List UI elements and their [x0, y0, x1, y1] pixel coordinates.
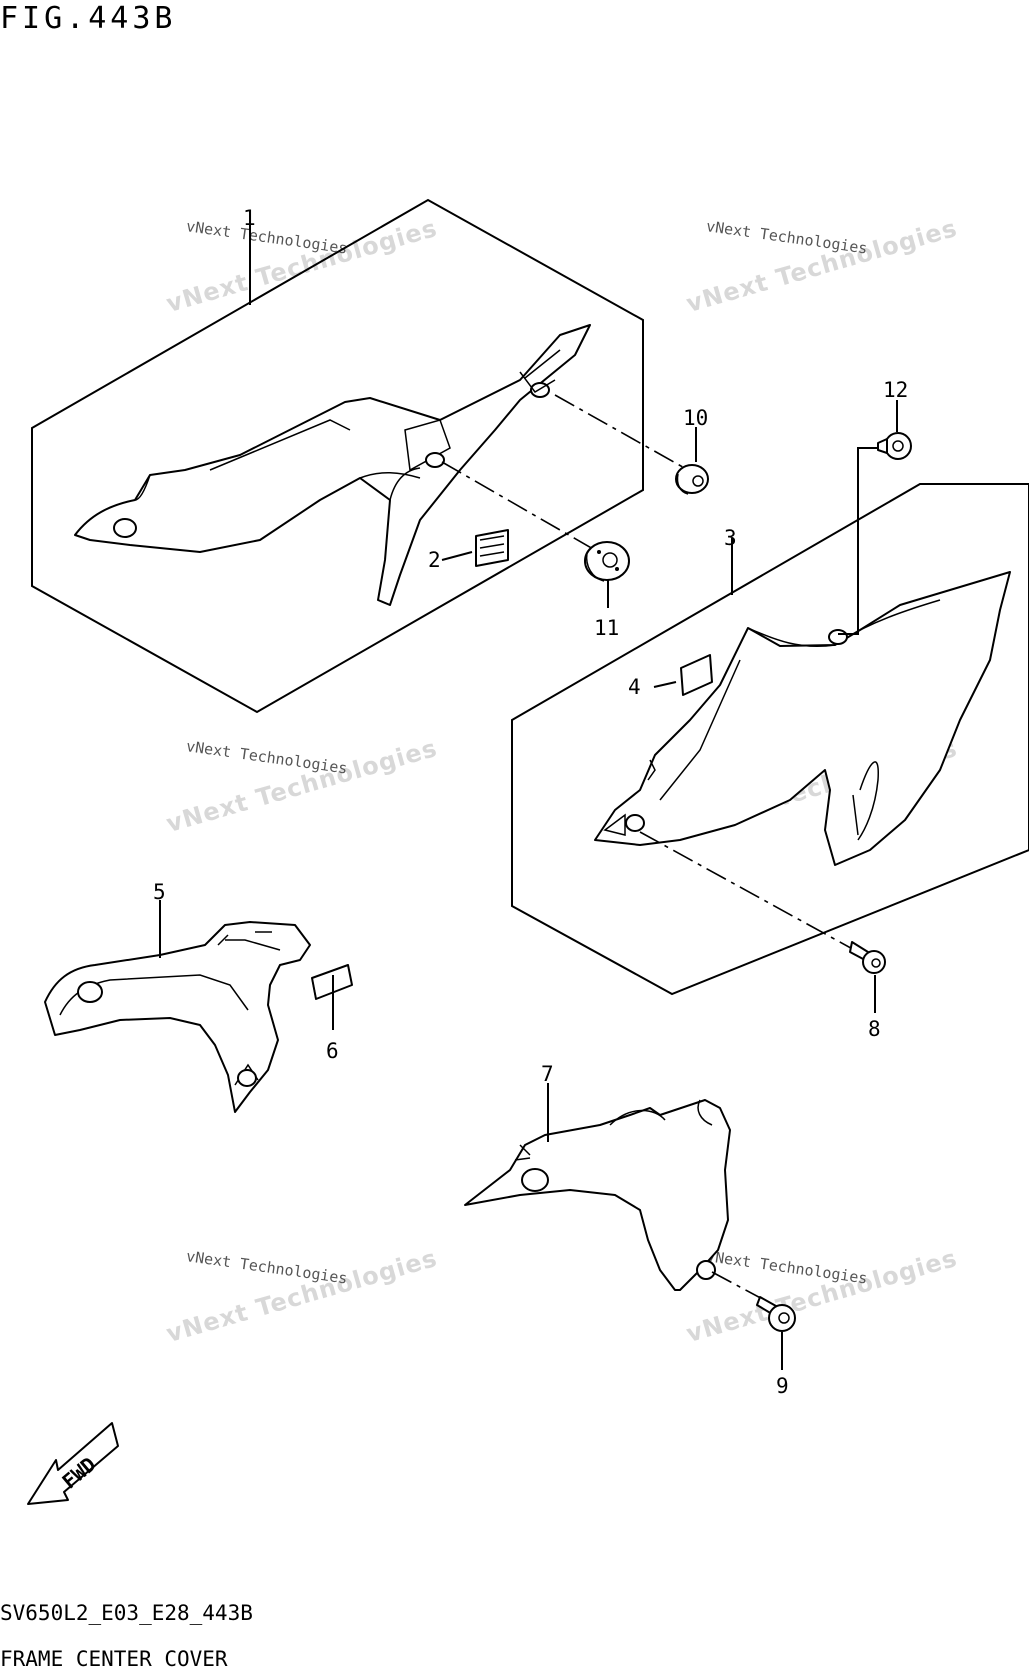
callout-4: 4 [628, 675, 641, 699]
svg-text:vNext Technologies: vNext Technologies [705, 217, 868, 257]
assembly-box-1 [31, 198, 644, 714]
callout-8: 8 [868, 1017, 881, 1041]
svg-text:vNext Technologies: vNext Technologies [185, 737, 348, 777]
callout-12: 12 [883, 378, 908, 402]
callout-3: 3 [724, 526, 737, 550]
callout-11: 11 [594, 616, 619, 640]
frame-cover-right-part-3 [594, 571, 1011, 866]
callout-6: 6 [326, 1039, 339, 1063]
inner-cover-part-5 [44, 921, 311, 1113]
bolt-part-12 [838, 432, 912, 635]
dash-line-8 [639, 831, 859, 953]
label-part-2 [475, 529, 509, 567]
watermark-top-left: vNext Technologies vNext Technologies [163, 214, 440, 318]
frame-cover-left-part-1 [74, 324, 591, 606]
footer-code: SV650L2_E03_E28_443B [0, 1601, 253, 1625]
dash-line-9 [711, 1271, 769, 1303]
dash-line-10 [554, 394, 689, 471]
grommet-part-10 [675, 464, 709, 495]
callout-2: 2 [428, 548, 441, 572]
callout-7: 7 [541, 1062, 554, 1086]
grommet-part-11 [584, 541, 630, 582]
assembly-box-2 [511, 483, 1029, 996]
callout-1: 1 [243, 206, 256, 230]
label-part-4 [680, 654, 713, 696]
watermark-bottom-right: vNext Technologies vNext Technologies [683, 1244, 960, 1348]
dash-line-11 [441, 461, 601, 554]
watermark-mid-left: vNext Technologies vNext Technologies [163, 734, 440, 838]
lower-cover-part-7 [464, 1099, 731, 1291]
watermark-top-right: vNext Technologies vNext Technologies [683, 214, 960, 318]
callout-leaders [159, 225, 898, 1370]
fwd-arrow: FWD [27, 1422, 119, 1505]
svg-text:vNext Technologies: vNext Technologies [185, 1247, 348, 1287]
bolt-part-8 [849, 941, 886, 974]
svg-text:vNext Technologies: vNext Technologies [185, 217, 348, 257]
watermark-bottom-left: vNext Technologies vNext Technologies [163, 1244, 440, 1348]
figure-title: FIG.443B [0, 1, 177, 36]
bolt-part-9 [756, 1296, 796, 1332]
callout-9: 9 [776, 1374, 789, 1398]
footer-caption: FRAME CENTER COVER [0, 1647, 228, 1671]
callout-5: 5 [153, 880, 166, 904]
callout-10: 10 [683, 406, 708, 430]
